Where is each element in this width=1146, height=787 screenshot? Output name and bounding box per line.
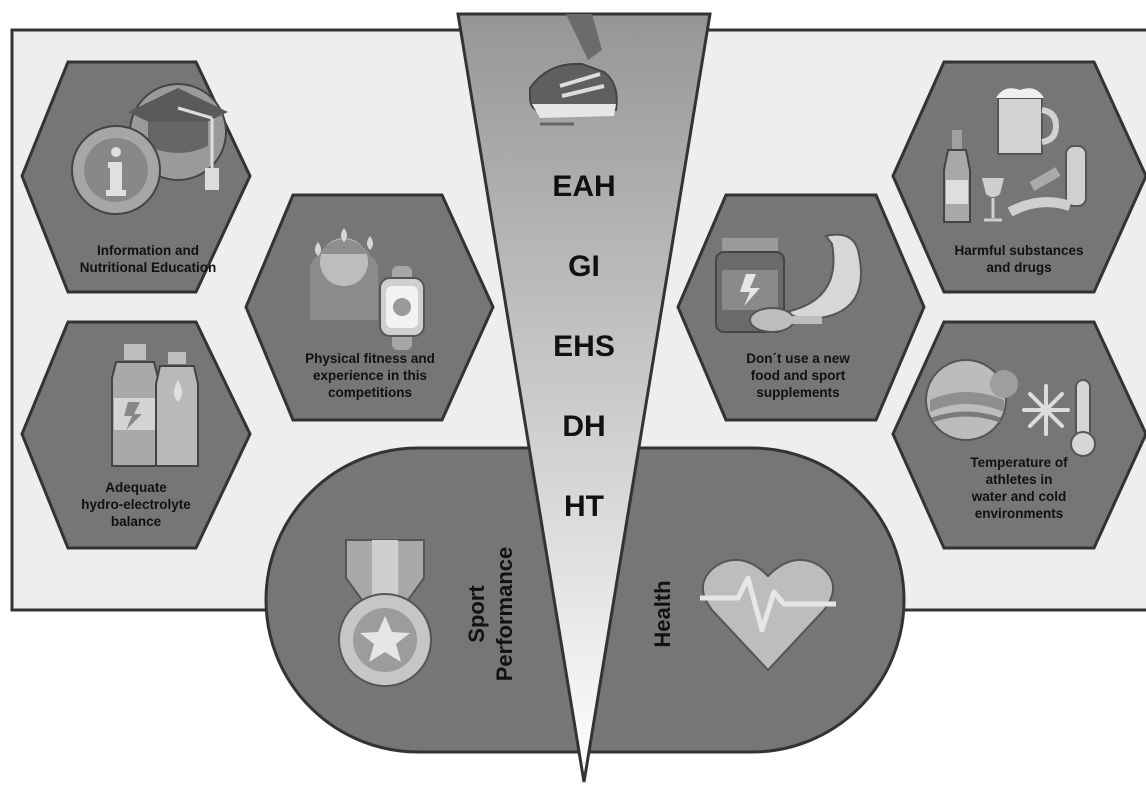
center-code-ht: HT	[564, 490, 604, 523]
label-harmful-line: and drugs	[986, 260, 1051, 275]
label-supplements-line: food and sport	[751, 368, 846, 383]
label-info-line: Nutritional Education	[80, 260, 217, 275]
label-temperature-line: environments	[975, 506, 1064, 521]
heart-pulse-icon	[700, 558, 836, 672]
label-fitness-line: Physical fitness and	[305, 351, 435, 366]
label-health: Health	[650, 580, 675, 647]
label-fitness: Physical fitness and experience in this co…	[305, 351, 435, 400]
label-supplements: Don´t use a new food and sport supplements	[746, 351, 850, 400]
water-bottles-icon	[111, 344, 199, 467]
label-hydration-line: Adequate	[105, 480, 167, 495]
label-temperature: Temperature of athletes in water and cold e…	[970, 455, 1068, 521]
label-fitness-line: experience in this	[313, 368, 427, 383]
label-hydration: Adequate hydro-electrolyte balance	[81, 480, 191, 529]
hex-harmful	[891, 60, 1146, 294]
label-hydration-line: balance	[111, 514, 162, 529]
center-code-dh: DH	[562, 410, 605, 443]
sport-performance-capsule	[264, 446, 584, 754]
label-health-line: Health	[650, 580, 675, 647]
label-supplements-line: supplements	[756, 385, 839, 400]
center-code-ehs: EHS	[553, 330, 615, 363]
label-sport-performance-line: Sport	[464, 585, 489, 643]
graduation-info-icon	[71, 83, 228, 215]
label-temperature-line: water and cold	[971, 489, 1067, 504]
alcohol-drugs-icon	[943, 88, 1087, 223]
running-shoe-icon	[529, 14, 618, 126]
label-harmful-line: Harmful substances	[954, 243, 1083, 258]
cold-water-thermometer-icon	[925, 359, 1096, 457]
label-info-line: Information and	[97, 243, 199, 258]
medal-icon	[338, 539, 432, 687]
label-hydration-line: hydro-electrolyte	[81, 497, 191, 512]
center-code-eah: EAH	[552, 170, 615, 203]
sweating-athlete-watch-icon	[310, 228, 425, 350]
center-code-gi: GI	[568, 250, 600, 283]
label-supplements-line: Don´t use a new	[746, 351, 850, 366]
label-fitness-line: competitions	[328, 385, 412, 400]
label-temperature-line: athletes in	[986, 472, 1053, 487]
supplement-banana-icon	[715, 233, 862, 333]
label-temperature-line: Temperature of	[970, 455, 1068, 470]
label-sport-performance-line: Performance	[492, 547, 517, 682]
label-harmful: Harmful substances and drugs	[954, 243, 1083, 275]
